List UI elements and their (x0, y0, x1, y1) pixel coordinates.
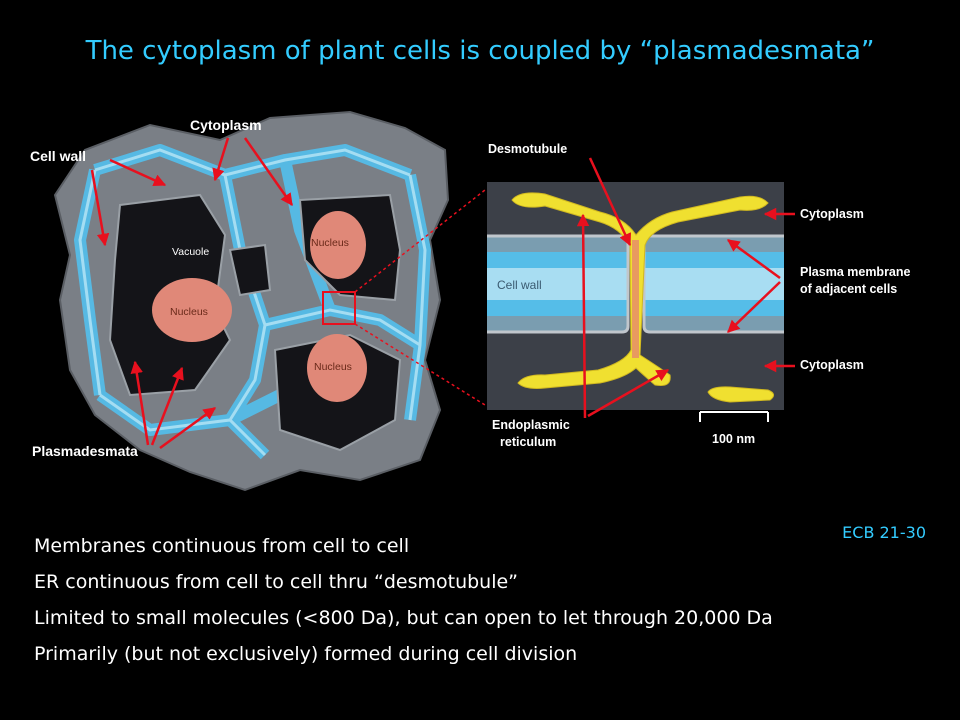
nucleus-top-shape (310, 211, 366, 279)
bullet-item: Limited to small molecules (<800 Da), bu… (34, 607, 773, 629)
label-cytoplasm: Cytoplasm (190, 117, 262, 133)
label-plasma-membrane-2: of adjacent cells (800, 282, 898, 296)
nucleus-bottom-shape (307, 334, 367, 402)
label-er-2: reticulum (500, 435, 557, 449)
label-cytoplasm-bottom: Cytoplasm (800, 358, 864, 372)
nucleus-left-shape (152, 278, 232, 342)
label-vacuole: Vacuole (172, 246, 210, 258)
label-desmotubule: Desmotubule (488, 142, 568, 156)
zoom-line-bottom (354, 323, 486, 406)
left-arrows (90, 137, 294, 450)
label-cell-wall-magnified: Cell wall (497, 278, 542, 292)
reference-label: ECB 21-30 (842, 523, 926, 542)
right-arrows (576, 157, 795, 419)
label-cytoplasm-top: Cytoplasm (800, 207, 864, 221)
label-nucleus-left: Nucleus (170, 306, 208, 318)
label-er-1: Endoplasmic (492, 418, 570, 432)
label-plasma-membrane-1: Plasma membrane (800, 265, 911, 279)
slide-title: The cytoplasm of plant cells is coupled … (85, 36, 875, 66)
desmotubule-shape (632, 240, 639, 358)
vacuole-small (228, 243, 272, 297)
label-scale: 100 nm (712, 432, 756, 446)
bullet-list: Membranes continuous from cell to cell E… (34, 528, 773, 672)
bullet-item: Membranes continuous from cell to cell (34, 535, 410, 557)
endoplasmic-reticulum (511, 192, 774, 403)
scale-bar (699, 411, 769, 422)
magnified-cell-wall (487, 237, 784, 331)
label-nucleus-top: Nucleus (311, 237, 349, 249)
label-plasmadesmata: Plasmadesmata (32, 443, 138, 459)
bullet-item: Primarily (but not exclusively) formed d… (34, 643, 578, 665)
label-nucleus-bottom: Nucleus (314, 361, 352, 373)
zoom-box (322, 291, 356, 325)
bullet-item: ER continuous from cell to cell thru “de… (34, 571, 519, 593)
label-cell-wall: Cell wall (30, 148, 87, 164)
